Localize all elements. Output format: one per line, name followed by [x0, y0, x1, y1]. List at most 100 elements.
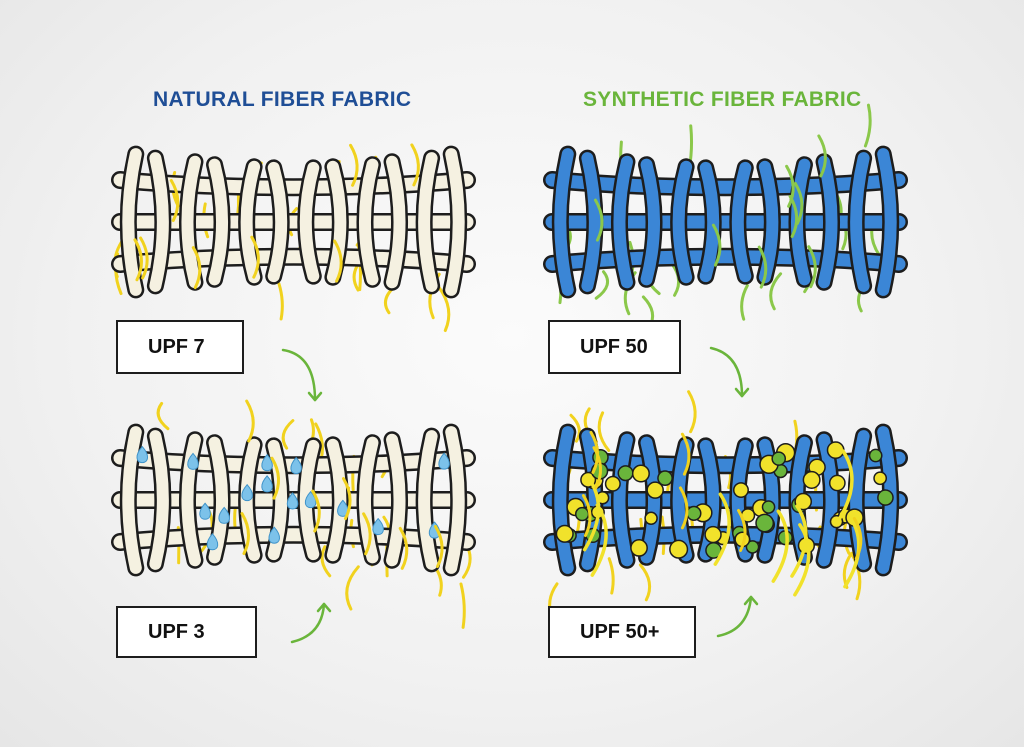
water-droplet-icon	[199, 502, 211, 520]
warp-strand	[149, 152, 169, 292]
fuzz-fiber-icon	[793, 182, 804, 226]
fuzz-fiber-icon	[597, 411, 611, 452]
fuzz-fiber-icon	[245, 399, 255, 443]
arrow-down-icon	[281, 348, 317, 402]
water-droplet-icon	[261, 475, 273, 493]
water-droplet-icon	[286, 492, 299, 510]
arrow-down-icon	[709, 346, 744, 398]
natural-wet-upf-label: UPF 3	[116, 606, 257, 658]
uv-absorber-particle-icon	[631, 464, 650, 483]
warp-strand	[850, 152, 870, 292]
fuzz-fiber-icon	[785, 164, 795, 208]
uv-shield-fiber-icon	[790, 504, 808, 578]
water-droplet-icon	[218, 506, 230, 524]
uv-absorber-particle-icon	[794, 492, 813, 511]
warp-strand	[386, 155, 406, 289]
water-droplet-icon	[268, 526, 280, 544]
fuzz-fiber-icon	[594, 270, 610, 300]
arrow-up-icon	[716, 595, 753, 638]
fuzz-fiber-icon	[607, 557, 615, 595]
uv-shield-fiber-icon	[582, 477, 601, 552]
fuzz-fiber-icon	[740, 284, 749, 321]
fuzz-fiber-icon	[169, 178, 180, 222]
uv-absorber-particle-icon	[771, 451, 787, 466]
fuzz-fiber-icon	[769, 272, 783, 311]
warp-strand	[181, 433, 201, 567]
fuzz-fiber-icon	[342, 477, 352, 521]
fuzz-fiber-icon	[788, 194, 799, 238]
synthetic-fabric-weave	[543, 103, 908, 329]
warp-strand	[299, 161, 320, 283]
warp-strand	[326, 438, 347, 562]
water-droplet-icon	[428, 521, 441, 539]
uv-absorber-particle-icon	[755, 513, 775, 533]
warp-strand	[418, 430, 438, 570]
synthetic-fabric-title: SYNTHETIC FIBER FABRIC	[583, 88, 862, 111]
warp-strand	[613, 155, 633, 289]
arrow-down-icon-head	[734, 387, 750, 398]
water-droplet-icon	[187, 452, 199, 470]
warp-strand	[240, 160, 261, 284]
arrow-up-icon-head	[743, 595, 759, 606]
synthetic-treated-upf-label: UPF 50+	[548, 606, 696, 658]
fuzz-fiber-icon	[581, 494, 592, 538]
fuzz-fiber-icon	[133, 238, 143, 282]
weft-strand	[545, 173, 906, 194]
warp-strand	[877, 148, 897, 296]
warp-strand	[613, 433, 633, 567]
uv-absorber-particle-icon	[873, 471, 888, 486]
fuzz-fiber-icon	[398, 526, 409, 570]
warp-strand	[554, 148, 574, 296]
warp-strand	[672, 160, 693, 284]
warp-strand	[699, 439, 720, 561]
fuzz-fiber-icon	[817, 134, 827, 178]
fuzz-fiber-icon	[863, 103, 872, 148]
fuzz-fiber-icon	[362, 512, 372, 556]
fuzz-fiber-icon	[680, 432, 691, 476]
uv-absorber-particle-icon	[868, 448, 883, 463]
uv-absorber-particle-icon	[802, 470, 821, 489]
warp-strand	[699, 161, 720, 283]
warp-strand	[445, 426, 465, 574]
warp-strand	[208, 158, 228, 286]
uv-absorber-particle-icon	[604, 475, 621, 492]
water-droplet-icon	[206, 533, 219, 551]
uv-absorber-particle-icon	[828, 474, 846, 492]
uv-absorber-particle-icon	[669, 539, 689, 559]
fuzz-fiber-icon	[807, 245, 817, 289]
uv-absorber-particle-icon	[657, 470, 673, 487]
fuzz-fiber-icon	[277, 282, 284, 321]
fuzz-fiber-icon	[711, 223, 722, 267]
uv-shield-fiber-icon	[713, 492, 731, 566]
fuzz-fiber-icon	[638, 563, 652, 602]
fuzz-fiber-icon	[592, 446, 602, 490]
uv-shield-fiber-icon	[771, 509, 789, 583]
fuzz-fiber-icon	[435, 568, 443, 597]
water-droplet-icon	[438, 452, 450, 470]
natural-fabric-dry-weave	[111, 143, 476, 333]
fuzz-fiber-icon	[852, 516, 863, 560]
fuzz-fiber-icon	[569, 413, 581, 443]
uv-absorber-particle-icon	[704, 525, 722, 544]
warp-strand	[640, 158, 660, 286]
warp-strand	[731, 161, 752, 283]
synthetic-fabric-treated-weave	[543, 390, 908, 619]
fuzz-fiber-icon	[757, 245, 768, 289]
uv-shield-fiber-icon	[836, 449, 854, 523]
warp-strand	[386, 433, 406, 567]
fuzz-fiber-icon	[410, 143, 420, 187]
water-droplet-icon	[261, 453, 273, 472]
warp-strand	[640, 436, 660, 564]
uv-absorber-particle-icon	[646, 481, 664, 499]
warp-strand	[818, 155, 838, 289]
fuzz-fiber-icon	[270, 456, 280, 500]
warp-strand	[181, 155, 201, 289]
fuzz-fiber-icon	[437, 285, 451, 333]
weft-strand	[113, 250, 474, 271]
fuzz-fiber-icon	[139, 236, 149, 280]
water-droplet-icon	[337, 499, 349, 517]
uv-absorber-particle-icon	[574, 506, 590, 522]
fuzz-fiber-icon	[281, 419, 295, 450]
